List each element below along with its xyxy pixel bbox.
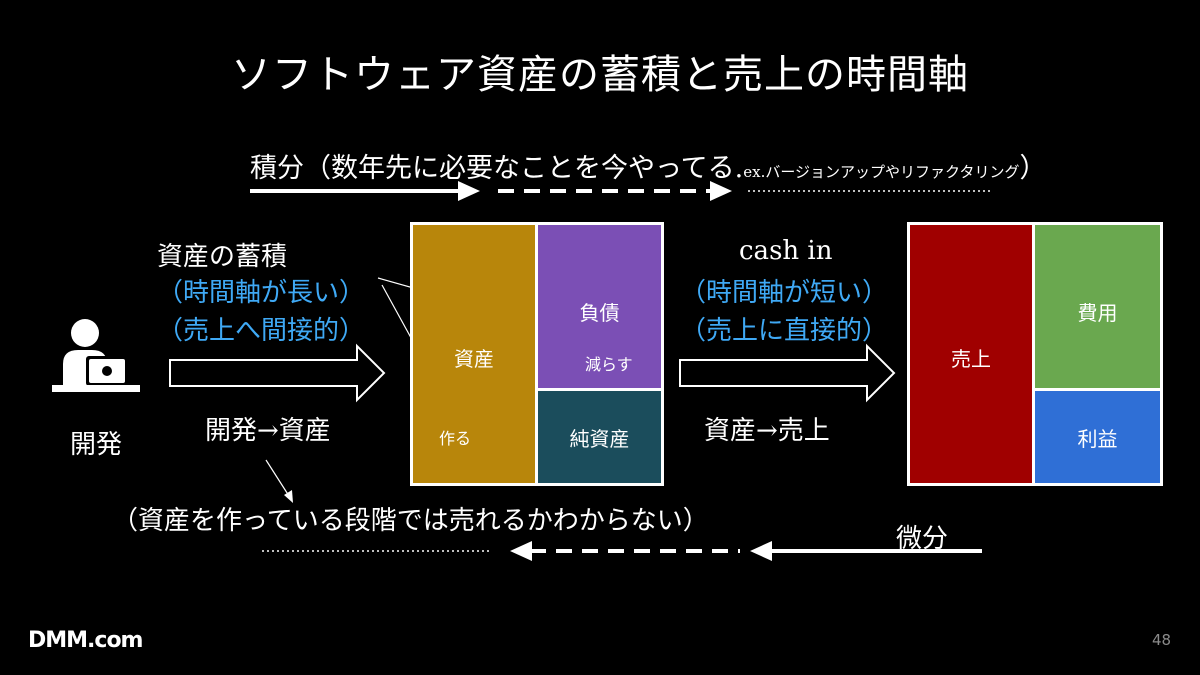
net-assets-label: 純資産 [569, 426, 630, 451]
sales-block: 売上 [910, 225, 1032, 483]
assets-block: 資産 [413, 225, 535, 483]
cashin-hollow-arrow [679, 343, 896, 403]
income-statement: 売上 費用 利益 [907, 222, 1163, 486]
cash-in-short-time: （時間軸が短い） [680, 278, 889, 308]
integral-close: ） [1019, 153, 1047, 184]
asset-accum-indirect: （売上へ間接的） [157, 316, 366, 346]
liabilities-label: 負債 [579, 301, 620, 325]
expenses-block: 費用 [1035, 225, 1160, 388]
slide-title: ソフトウェア資産の蓄積と売上の時間軸 [231, 52, 969, 98]
asset-accum-title: 資産の蓄積 [157, 242, 288, 272]
differential-label: 微分 [896, 524, 949, 554]
dmm-logo: DMM.com [28, 628, 143, 653]
net-assets-block: 純資産 [538, 391, 661, 483]
balance-sheet: 資産 作る 負債 減らす 純資産 [410, 222, 664, 486]
liabilities-block: 負債 [538, 225, 661, 388]
make-label: 作る [439, 429, 472, 448]
reduce-label: 減らす [585, 355, 633, 374]
asset-to-sales-label: 資産→売上 [704, 416, 830, 446]
sales-label: 売上 [951, 347, 991, 371]
bottom-dashed-arrow [510, 541, 740, 561]
developer-icon [52, 319, 140, 392]
integral-caption: 積分（数年先に必要なことを今やってる.ex.バージョンアップやリファクタリング） [250, 146, 1046, 185]
cash-in-direct: （売上に直接的） [680, 316, 889, 346]
expenses-label: 費用 [1077, 301, 1118, 325]
note-pointer-arrow [265, 459, 293, 503]
developer-label: 開発 [70, 430, 123, 460]
integral-main: 積分（数年先に必要なことを今やってる. [250, 153, 744, 184]
cash-in-title: cash in [739, 236, 833, 266]
top-solid-arrow [250, 181, 480, 201]
asset-accum-long-time: （時間軸が長い） [157, 278, 366, 308]
dev-hollow-arrow [169, 343, 386, 403]
dev-to-asset-label: 開発→資産 [205, 416, 331, 446]
note-text: （資産を作っている段階では売れるかわからない） [112, 506, 709, 536]
profit-label: 利益 [1077, 426, 1118, 451]
page-number: 48 [1152, 631, 1172, 649]
profit-block: 利益 [1035, 391, 1160, 483]
top-dashed-arrow [498, 181, 732, 201]
bottom-solid-arrow [750, 541, 982, 561]
integral-example: ex.バージョンアップやリファクタリング [743, 163, 1020, 181]
assets-label: 資産 [454, 347, 494, 371]
